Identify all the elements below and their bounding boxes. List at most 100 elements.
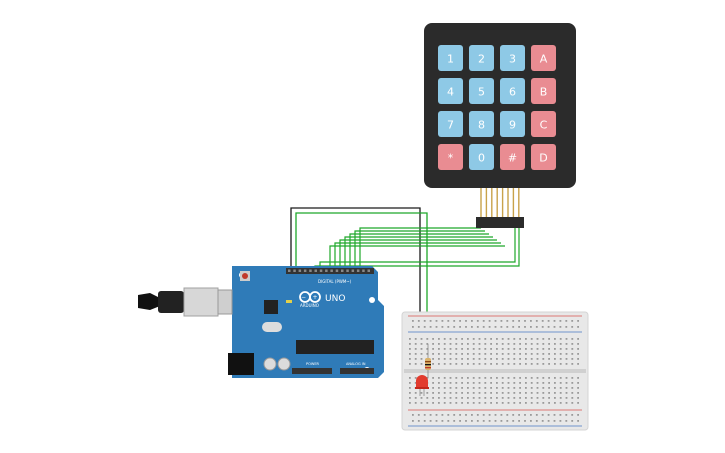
breadboard-hole[interactable] <box>461 387 463 389</box>
breadboard-hole[interactable] <box>525 397 527 399</box>
breadboard-hole[interactable] <box>455 343 458 345</box>
breadboard-hole[interactable] <box>438 392 440 394</box>
breadboard-hole[interactable] <box>414 363 417 365</box>
breadboard-hole[interactable] <box>536 402 539 404</box>
breadboard-hole[interactable] <box>565 420 568 422</box>
breadboard-hole[interactable] <box>441 420 444 422</box>
breadboard-hole[interactable] <box>429 420 432 422</box>
breadboard-hole[interactable] <box>412 326 414 328</box>
digital-pin[interactable] <box>303 269 307 273</box>
breadboard-hole[interactable] <box>565 320 568 322</box>
breadboard-hole[interactable] <box>443 348 446 350</box>
breadboard-hole[interactable] <box>577 338 579 340</box>
breadboard-hole[interactable] <box>461 382 463 384</box>
breadboard-hole[interactable] <box>441 320 444 322</box>
breadboard-hole[interactable] <box>525 358 527 360</box>
keypad-key-B[interactable]: B <box>531 78 556 104</box>
breadboard-hole[interactable] <box>476 414 479 416</box>
breadboard-hole[interactable] <box>559 363 562 365</box>
breadboard-hole[interactable] <box>501 353 504 355</box>
breadboard-hole[interactable] <box>519 377 521 379</box>
breadboard-hole[interactable] <box>559 402 562 404</box>
digital-pin[interactable] <box>367 269 371 273</box>
breadboard-hole[interactable] <box>577 353 579 355</box>
breadboard-hole[interactable] <box>484 363 487 365</box>
breadboard-hole[interactable] <box>513 358 516 360</box>
breadboard-hole[interactable] <box>501 363 504 365</box>
breadboard-hole[interactable] <box>571 387 574 389</box>
breadboard-hole[interactable] <box>476 320 479 322</box>
breadboard-hole[interactable] <box>467 348 469 350</box>
breadboard-hole[interactable] <box>443 377 446 379</box>
breadboard-hole[interactable] <box>472 387 475 389</box>
breadboard-hole[interactable] <box>519 392 521 394</box>
breadboard-hole[interactable] <box>519 353 521 355</box>
breadboard-hole[interactable] <box>438 377 440 379</box>
breadboard-hole[interactable] <box>513 338 516 340</box>
breadboard-hole[interactable] <box>525 392 527 394</box>
breadboard-hole[interactable] <box>512 420 515 422</box>
breadboard-hole[interactable] <box>559 326 562 328</box>
breadboard-hole[interactable] <box>482 420 485 422</box>
breadboard-hole[interactable] <box>536 397 539 399</box>
breadboard-hole[interactable] <box>496 358 498 360</box>
breadboard-hole[interactable] <box>467 358 469 360</box>
breadboard-hole[interactable] <box>507 397 510 399</box>
breadboard-hole[interactable] <box>571 326 574 328</box>
breadboard-hole[interactable] <box>519 397 521 399</box>
breadboard-hole[interactable] <box>488 320 491 322</box>
breadboard-hole[interactable] <box>409 338 411 340</box>
breadboard-hole[interactable] <box>443 343 446 345</box>
breadboard-hole[interactable] <box>518 420 520 422</box>
breadboard-hole[interactable] <box>500 420 503 422</box>
breadboard-hole[interactable] <box>536 377 539 379</box>
breadboard-hole[interactable] <box>472 363 475 365</box>
breadboard-hole[interactable] <box>447 414 450 416</box>
breadboard-hole[interactable] <box>490 397 492 399</box>
breadboard-hole[interactable] <box>465 420 467 422</box>
breadboard-hole[interactable] <box>432 397 434 399</box>
breadboard-hole[interactable] <box>525 377 527 379</box>
breadboard-hole[interactable] <box>501 348 504 350</box>
breadboard-hole[interactable] <box>507 377 510 379</box>
breadboard-hole[interactable] <box>496 348 498 350</box>
digital-pin[interactable] <box>288 269 291 273</box>
breadboard-hole[interactable] <box>553 320 556 322</box>
breadboard-hole[interactable] <box>501 387 504 389</box>
breadboard-hole[interactable] <box>548 397 550 399</box>
breadboard-hole[interactable] <box>455 358 458 360</box>
breadboard-hole[interactable] <box>547 320 550 322</box>
breadboard-hole[interactable] <box>461 343 463 345</box>
breadboard-hole[interactable] <box>524 414 526 416</box>
breadboard-hole[interactable] <box>559 397 562 399</box>
breadboard-hole[interactable] <box>571 358 574 360</box>
breadboard-hole[interactable] <box>478 338 481 340</box>
keypad-key-7[interactable]: 7 <box>438 111 463 137</box>
breadboard-hole[interactable] <box>542 402 545 404</box>
breadboard-hole[interactable] <box>513 387 516 389</box>
breadboard-hole[interactable] <box>484 343 487 345</box>
breadboard-hole[interactable] <box>506 414 509 416</box>
breadboard-hole[interactable] <box>426 353 429 355</box>
breadboard-hole[interactable] <box>490 382 492 384</box>
breadboard-hole[interactable] <box>525 363 527 365</box>
breadboard-hole[interactable] <box>577 377 579 379</box>
breadboard-hole[interactable] <box>559 392 562 394</box>
breadboard-hole[interactable] <box>472 392 475 394</box>
breadboard-hole[interactable] <box>548 363 550 365</box>
breadboard-hole[interactable] <box>417 320 420 322</box>
breadboard-hole[interactable] <box>412 420 414 422</box>
breadboard-hole[interactable] <box>409 392 411 394</box>
breadboard-hole[interactable] <box>412 414 414 416</box>
breadboard-hole[interactable] <box>409 343 411 345</box>
breadboard-hole[interactable] <box>465 320 467 322</box>
breadboard-hole[interactable] <box>496 402 498 404</box>
breadboard-hole[interactable] <box>554 382 556 384</box>
breadboard-hole[interactable] <box>461 353 463 355</box>
breadboard-hole[interactable] <box>571 363 574 365</box>
breadboard-hole[interactable] <box>571 353 574 355</box>
breadboard-hole[interactable] <box>571 414 574 416</box>
breadboard-hole[interactable] <box>554 363 556 365</box>
breadboard-hole[interactable] <box>423 414 426 416</box>
breadboard-hole[interactable] <box>455 397 458 399</box>
